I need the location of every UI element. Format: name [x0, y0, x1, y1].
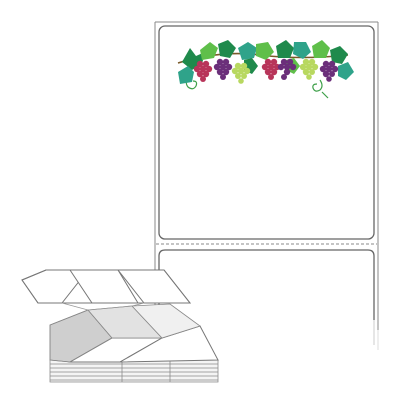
label-top	[158, 25, 375, 240]
label-bottom	[158, 249, 375, 340]
grape-vine-icon	[177, 40, 354, 99]
fanfold-stack-icon	[21, 269, 219, 383]
